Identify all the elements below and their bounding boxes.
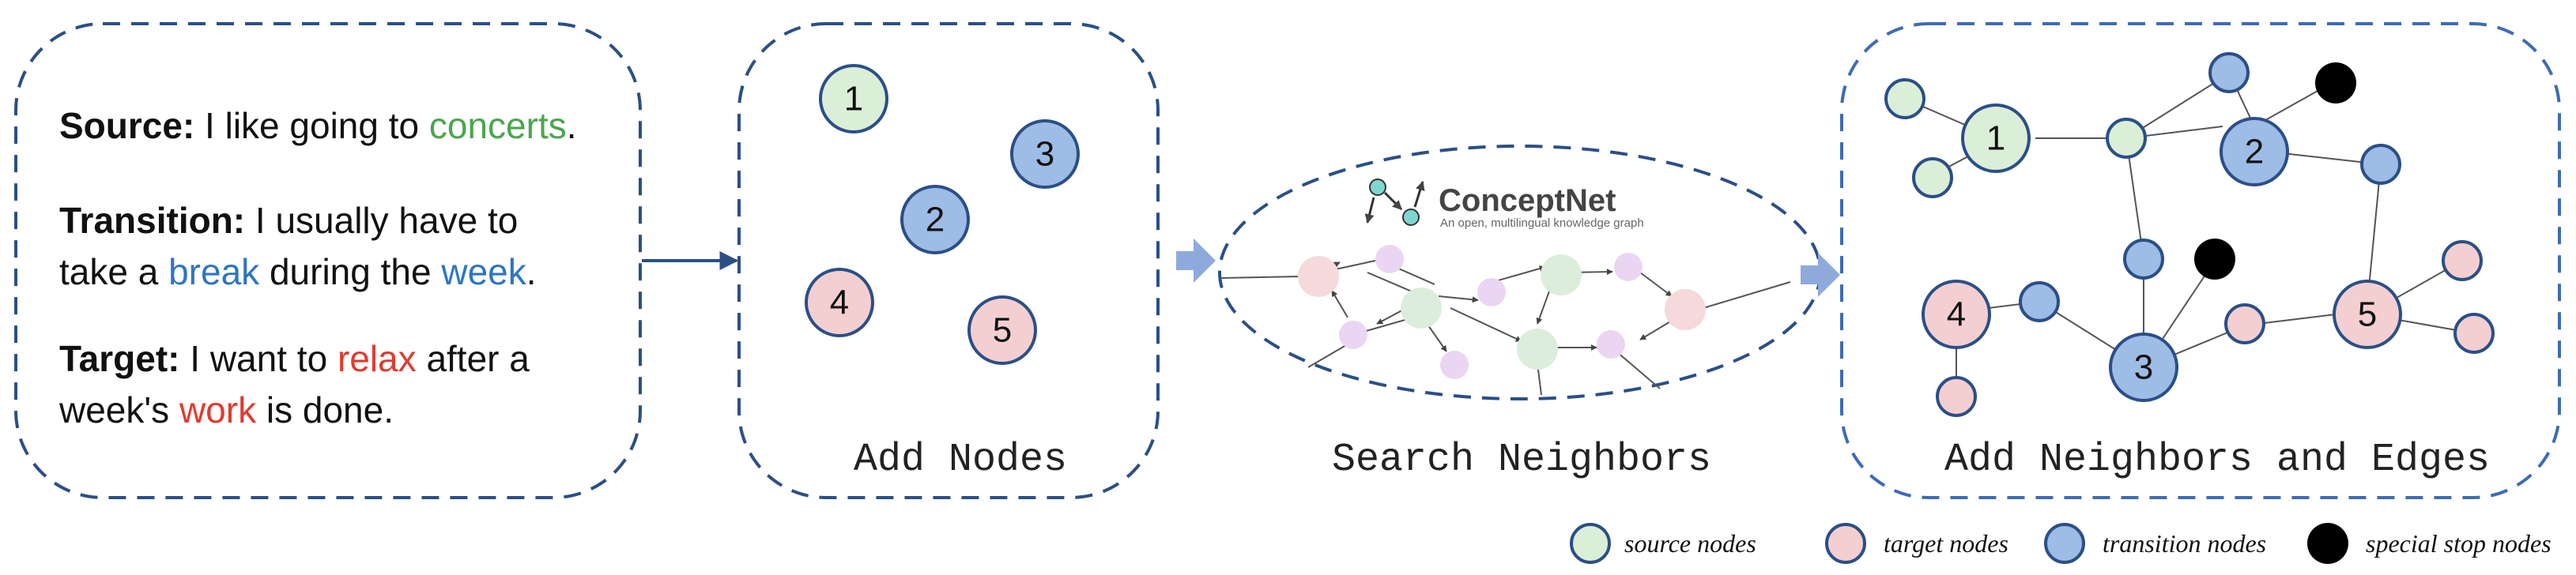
- transition-post: .: [526, 251, 537, 292]
- source-pre: I like going to: [205, 105, 419, 146]
- add-node-4: 4: [805, 268, 874, 337]
- svg-text:special stop nodes: special stop nodes: [2366, 529, 2551, 558]
- graph-neighbor-target: [2453, 313, 2495, 354]
- svg-text:source nodes: source nodes: [1624, 529, 1756, 558]
- source-post: .: [567, 105, 577, 146]
- graph-node-2: 2: [2220, 117, 2289, 186]
- graph-neighbor-transition: [2208, 52, 2250, 93]
- svg-text:1: 1: [1986, 119, 2005, 158]
- graph-stop-node: [2194, 239, 2235, 280]
- target-label: Target:: [59, 338, 180, 379]
- transition-keyword-break: break: [168, 251, 260, 292]
- graph-panel-border: [1840, 22, 2561, 499]
- target-pre: I want to: [190, 338, 327, 379]
- add-nodes-panel: 1 3 2 4 5 Add Nodes: [805, 64, 1080, 483]
- add-node-1: 1: [819, 64, 888, 133]
- svg-text:5: 5: [2358, 295, 2377, 334]
- graph-node-1: 1: [1961, 103, 2031, 173]
- target-line-1: Target: I want to relax after a: [59, 338, 530, 379]
- legend-item-transition: transition nodes: [2044, 523, 2266, 564]
- legend-item-source: source nodes: [1570, 523, 1756, 564]
- conceptnet-logo-icon: [1364, 179, 1425, 226]
- source-keyword: concerts: [429, 105, 567, 146]
- target-line2-pre: week's: [58, 389, 169, 430]
- target-line-2: week's work is done.: [58, 389, 394, 430]
- search-graph-nodes: [1298, 245, 1706, 379]
- conceptnet-subtitle: An open, multilingual knowledge graph: [1440, 216, 1644, 230]
- svg-text:4: 4: [830, 284, 849, 322]
- svg-text:1: 1: [844, 80, 863, 118]
- svg-text:target nodes: target nodes: [1884, 529, 2008, 558]
- arrow-nodes-to-search: [1176, 239, 1216, 283]
- target-post: is done.: [266, 389, 394, 430]
- add-nodes-panel-border: [737, 22, 1160, 499]
- add-nodes-label: Add Nodes: [854, 438, 1067, 483]
- graph-neighbor-transition: [2360, 144, 2401, 185]
- transition-line-1: Transition: I usually have to: [59, 200, 518, 241]
- arrow-search-to-graph: [1801, 253, 1840, 297]
- transition-label: Transition:: [59, 200, 245, 241]
- transition-mid: during the: [270, 251, 432, 292]
- svg-text:4: 4: [1947, 295, 1966, 334]
- text-panel: Source: I like going to concerts. Transi…: [58, 105, 577, 430]
- target-mid: after a: [426, 338, 530, 379]
- source-sentence: Source: I like going to concerts.: [59, 105, 577, 146]
- graph-node-4: 4: [1922, 280, 1991, 349]
- graph-node-3: 3: [2109, 333, 2178, 402]
- svg-text:2: 2: [2245, 133, 2264, 171]
- target-keyword-work: work: [179, 389, 257, 430]
- legend-item-stop: special stop nodes: [2307, 523, 2551, 564]
- conceptnet-logo: ConceptNet An open, multilingual knowled…: [1364, 179, 1644, 230]
- graph-stop-node: [2315, 62, 2356, 103]
- svg-text:3: 3: [1035, 135, 1054, 174]
- legend-item-target: target nodes: [1825, 523, 2008, 564]
- graph-neighbor-transition: [2019, 281, 2060, 322]
- svg-text:5: 5: [993, 311, 1012, 350]
- graph-neighbor-transition: [2123, 239, 2164, 280]
- add-node-2: 2: [900, 185, 970, 254]
- transition-line1: I usually have to: [255, 200, 518, 241]
- graph-neighbor-source: [1912, 157, 1953, 198]
- graph-neighbor-source: [1884, 78, 1925, 119]
- transition-keyword-week: week: [440, 251, 526, 292]
- graph-node-5: 5: [2333, 280, 2402, 349]
- graph-neighbor-source: [2106, 118, 2147, 159]
- transition-line-2: take a break during the week.: [59, 251, 537, 292]
- graph-nodes: 1 2 4 5 3: [1884, 52, 2495, 417]
- source-label: Source:: [59, 105, 194, 146]
- search-neighbors-label: Search Neighbors: [1332, 438, 1711, 483]
- conceptnet-title: ConceptNet: [1439, 183, 1616, 218]
- add-node-3: 3: [1010, 119, 1080, 189]
- svg-text:2: 2: [926, 201, 945, 239]
- transition-pre: take a: [59, 251, 159, 292]
- legend: source nodes target nodes transition nod…: [1570, 523, 2551, 564]
- target-keyword-relax: relax: [338, 338, 417, 379]
- add-node-5: 5: [967, 295, 1037, 365]
- graph-neighbor-target: [2224, 303, 2265, 344]
- svg-text:3: 3: [2134, 348, 2153, 387]
- svg-text:transition nodes: transition nodes: [2103, 529, 2266, 558]
- graph-neighbor-target: [2442, 240, 2483, 281]
- add-neighbors-label: Add Neighbors and Edges: [1944, 438, 2490, 483]
- graph-neighbor-target: [1936, 376, 1977, 417]
